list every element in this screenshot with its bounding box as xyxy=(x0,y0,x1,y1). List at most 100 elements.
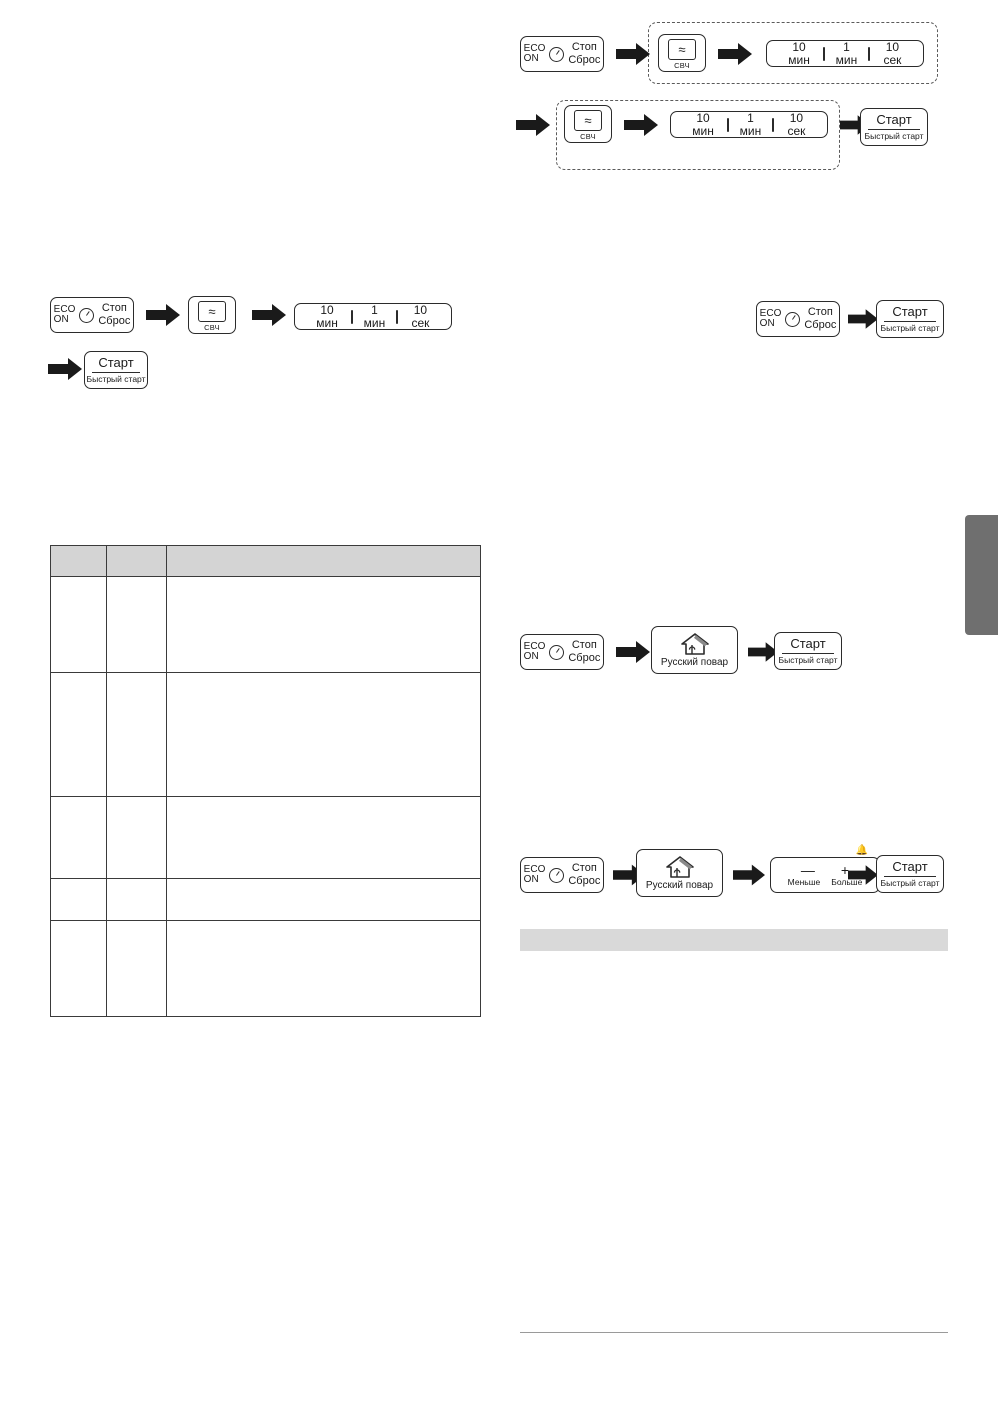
start-button[interactable]: Старт Быстрый старт xyxy=(860,108,928,146)
microwave-button[interactable]: ≈ СВЧ xyxy=(658,34,706,72)
time-10min-label[interactable]: 10 мин xyxy=(692,110,714,138)
start-label: Старт xyxy=(876,112,912,128)
minus-sign[interactable]: — xyxy=(800,862,815,879)
start-divider xyxy=(884,875,936,877)
start-button[interactable]: Старт Быстрый старт xyxy=(876,855,944,893)
time-1min-label[interactable]: 1 мин xyxy=(739,110,762,138)
time-divider xyxy=(823,46,826,61)
plus-sign[interactable]: + xyxy=(840,862,850,879)
bell-icon: 🔔 xyxy=(855,845,869,856)
start-divider xyxy=(91,371,141,373)
arrow-right-icon xyxy=(848,864,878,886)
time-1min-label[interactable]: 1 мин xyxy=(363,302,386,330)
less-label: Меньше xyxy=(787,877,821,888)
time-divider xyxy=(771,117,774,132)
table-row xyxy=(50,672,481,797)
start-button[interactable]: Старт Быстрый старт xyxy=(774,632,842,670)
time-divider xyxy=(351,309,354,324)
table-row xyxy=(50,796,481,879)
time-divider xyxy=(727,117,730,132)
start-button[interactable]: Старт Быстрый старт xyxy=(84,351,148,389)
time-10min-label[interactable]: 10 мин xyxy=(788,39,810,67)
arrow-right-icon xyxy=(616,641,650,663)
russian-cook-button[interactable]: Русский повар xyxy=(651,626,738,674)
less-more-labels: Меньше Больше xyxy=(788,878,863,887)
russian-cook-button[interactable]: Русский повар xyxy=(636,849,723,897)
arrow-right-icon xyxy=(733,864,765,886)
power-knob-icon xyxy=(549,46,565,62)
table-cell xyxy=(50,878,107,921)
time-10sec-label[interactable]: 10 сек xyxy=(411,302,430,330)
time-divider xyxy=(867,46,870,61)
quick-start-label: Быстрый старт xyxy=(864,130,924,141)
table-cell xyxy=(50,920,107,1017)
start-divider xyxy=(884,320,936,322)
microwave-caption: СВЧ xyxy=(204,323,220,333)
microwave-caption: СВЧ xyxy=(580,132,596,142)
table-row xyxy=(50,878,481,921)
table-cell xyxy=(50,576,107,673)
time-selector-button[interactable]: 10 мин 1 мин 10 сек xyxy=(766,40,924,67)
power-knob-icon xyxy=(549,644,565,660)
table-cell xyxy=(106,878,167,921)
quick-start-label: Быстрый старт xyxy=(880,877,940,888)
time-10min-label[interactable]: 10 мин xyxy=(316,302,338,330)
table-cell xyxy=(106,796,167,879)
arrow-right-icon xyxy=(616,43,650,65)
table-header-cell-3 xyxy=(166,545,481,577)
section-banner xyxy=(520,929,948,951)
table-cell xyxy=(50,796,107,879)
microwave-wave-icon: ≈ xyxy=(668,39,696,61)
time-selector-button[interactable]: 10 мин 1 мин 10 сек xyxy=(670,111,828,138)
table-row xyxy=(50,920,481,1017)
quick-start-label: Быстрый старт xyxy=(86,373,146,384)
page-side-tab xyxy=(965,515,998,635)
power-knob-icon xyxy=(785,311,801,327)
quick-start-label: Быстрый старт xyxy=(778,654,838,665)
table-cell xyxy=(106,672,167,797)
microwave-button[interactable]: ≈ СВЧ xyxy=(188,296,236,334)
table-cell xyxy=(166,878,481,921)
table-cell xyxy=(106,920,167,1017)
arrow-right-icon xyxy=(848,308,878,330)
table-cell xyxy=(166,796,481,879)
russian-cook-caption: Русский повар xyxy=(645,879,714,891)
arrow-right-icon xyxy=(516,114,550,136)
table-cell xyxy=(166,672,481,797)
time-10sec-label[interactable]: 10 сек xyxy=(787,110,806,138)
table-cell xyxy=(50,672,107,797)
time-1min-label[interactable]: 1 мин xyxy=(835,39,858,67)
time-selector-button[interactable]: 10 мин 1 мин 10 сек xyxy=(294,303,452,330)
top-right-group-box-2 xyxy=(556,100,840,170)
power-knob-icon xyxy=(79,307,95,323)
start-label: Старт xyxy=(892,859,928,875)
start-divider xyxy=(868,128,920,130)
house-icon xyxy=(680,632,710,656)
start-button[interactable]: Старт Быстрый старт xyxy=(876,300,944,338)
arrow-right-icon xyxy=(748,641,778,663)
microwave-button[interactable]: ≈ СВЧ xyxy=(564,105,612,143)
less-more-signs: — + xyxy=(801,863,849,877)
arrow-right-icon xyxy=(48,358,82,380)
start-label: Старт xyxy=(892,304,928,320)
time-10sec-label[interactable]: 10 сек xyxy=(883,39,902,67)
table-header-row xyxy=(50,545,481,577)
microwave-wave-icon: ≈ xyxy=(574,110,602,132)
start-label: Старт xyxy=(98,355,134,371)
power-knob-icon xyxy=(549,867,565,883)
table-row xyxy=(50,576,481,673)
